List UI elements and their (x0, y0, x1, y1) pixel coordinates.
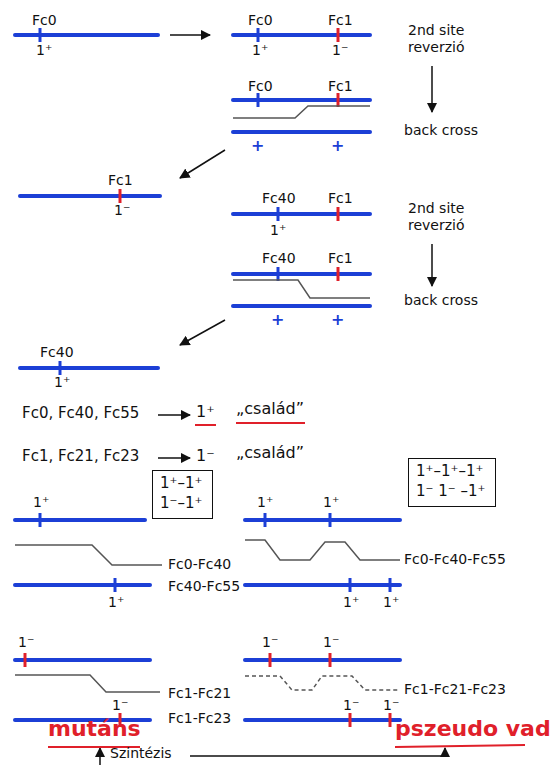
gene-label: + (331, 136, 344, 155)
gene-label: Fc0 (248, 12, 273, 29)
gene-label: Fc1-Fc21-Fc23 (404, 681, 506, 698)
gene-label: 1⁺ (196, 402, 215, 421)
process-arrows (100, 35, 445, 765)
gene-label: Fc40 (262, 190, 296, 207)
marker-ticks (25, 28, 390, 727)
gene-label: Fc1 (108, 172, 133, 189)
gene-label: Fc0 (248, 78, 273, 95)
gene-label: 1⁻ (112, 697, 128, 714)
gene-label: 1⁻ (343, 697, 359, 714)
gene-label: Fc0-Fc40 (168, 556, 231, 573)
gene-label: 1⁻ (18, 634, 34, 651)
genotype-text: 1⁺–1⁺–1⁺ (416, 462, 488, 482)
gene-label: „család” (236, 399, 304, 418)
gene-label: 2nd site reverzió (408, 22, 503, 56)
gene-label: Fc1 (328, 12, 353, 29)
gene-label: Fc1-Fc23 (168, 710, 231, 727)
gene-label: + (331, 310, 344, 329)
genotype-box: 1⁺–1⁺1⁻–1⁺ (152, 470, 213, 519)
gene-label: 1⁺ (343, 594, 359, 611)
gene-label: 2nd site reverzió (408, 200, 503, 234)
gene-label: 1⁺ (36, 42, 52, 59)
gene-label: 1⁻ (332, 42, 348, 59)
gene-label: 1⁺ (54, 374, 70, 391)
gene-label: Fc0, Fc40, Fc55 (22, 404, 139, 422)
gene-label: Fc0 (32, 12, 57, 29)
gene-label: 1⁺ (108, 594, 124, 611)
chromosome-lines (15, 35, 400, 720)
gene-label: Szintézis (110, 745, 172, 762)
gene-label: 1⁻ (323, 634, 339, 651)
gene-label: 1⁻ (196, 446, 215, 465)
gene-label: 1⁺ (252, 42, 268, 59)
gene-label: „család” (236, 443, 304, 462)
gene-label: 1⁺ (33, 494, 49, 511)
gene-label: Fc40 (262, 250, 296, 267)
gene-label: 1⁺ (257, 494, 273, 511)
gene-label: + (251, 136, 264, 155)
outcome-label: mutáns (48, 716, 141, 742)
genotype-text: 1⁺–1⁺ (160, 474, 205, 494)
gene-label: 1⁻ (383, 697, 399, 714)
gene-label: Fc40-Fc55 (168, 578, 240, 595)
gene-label: Fc1 (328, 190, 353, 207)
gene-label: back cross (404, 122, 478, 139)
gene-label: 1⁻ (114, 202, 130, 219)
gene-label: Fc1 (328, 78, 353, 95)
gene-label: 1⁻ (262, 634, 278, 651)
red-underlines (48, 423, 525, 747)
gene-label: 1⁺ (383, 594, 399, 611)
genotype-text: 1⁻ 1⁻ –1⁺ (416, 482, 488, 502)
gene-label: back cross (404, 292, 478, 309)
gene-label: Fc1, Fc21, Fc23 (22, 447, 139, 465)
crossover-lines (15, 106, 400, 692)
genotype-box: 1⁺–1⁺–1⁺1⁻ 1⁻ –1⁺ (408, 458, 496, 507)
gene-label: 1⁺ (270, 222, 286, 239)
outcome-label: pszeudo vad (395, 716, 550, 742)
genotype-text: 1⁻–1⁺ (160, 494, 205, 514)
gene-label: Fc1-Fc21 (168, 685, 231, 702)
gene-label: Fc1 (328, 250, 353, 267)
gene-label: Fc0-Fc40-Fc55 (404, 551, 506, 568)
gene-label: 1⁺ (323, 494, 339, 511)
gene-label: Fc40 (40, 344, 74, 361)
gene-label: + (271, 310, 284, 329)
